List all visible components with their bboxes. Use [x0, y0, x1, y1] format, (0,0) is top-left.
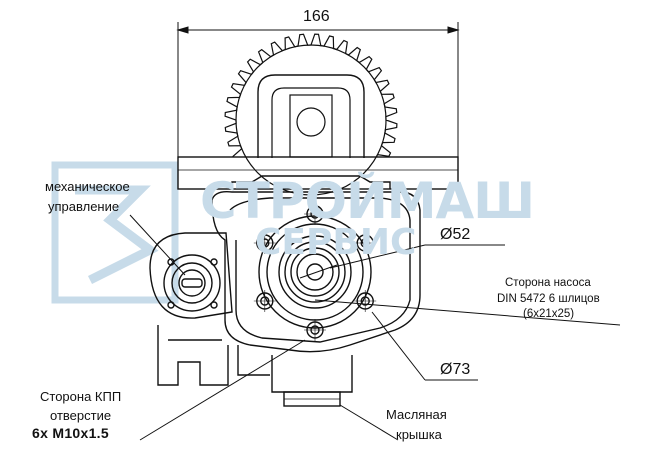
dimension-166 — [176, 22, 460, 160]
oil-cover-label-1: Масляная — [386, 407, 447, 422]
pto-housing — [149, 190, 421, 407]
bolt-centerline — [354, 290, 377, 312]
mech-control-label-1: механическое — [45, 179, 130, 194]
bolt-centerline — [354, 232, 377, 254]
watermark-logo-icon — [51, 161, 179, 304]
dimension-width-label: 166 — [303, 8, 330, 25]
oil-cover-label-2: крышка — [396, 427, 442, 442]
bolt-centerline — [253, 290, 276, 312]
bolt-centerline — [304, 319, 326, 341]
watermark-line2: СЕРВИС — [255, 222, 417, 263]
gearbox-thread-label: 6x M10x1.5 — [32, 425, 109, 441]
diameter-73-label: Ø73 — [440, 361, 471, 378]
flange-plate — [177, 156, 459, 190]
watermark-line1: СТРОЙМАШ — [200, 172, 535, 230]
pump-side-label-1: Сторона насоса — [505, 277, 591, 289]
leader-lines — [129, 214, 621, 441]
gearbox-side-label-2: отверстие — [50, 408, 112, 423]
pump-side-label-2: DIN 5472 6 шлицов — [497, 293, 600, 305]
mech-control-label-2: управление — [48, 199, 120, 214]
pump-side-label-3: (6x21x25) — [523, 308, 575, 320]
bolt-centerline — [253, 232, 276, 254]
bolt-centerline — [304, 203, 326, 225]
diameter-52-label: Ø52 — [440, 226, 471, 243]
gearbox-side-label-1: Сторона КПП — [40, 389, 122, 404]
